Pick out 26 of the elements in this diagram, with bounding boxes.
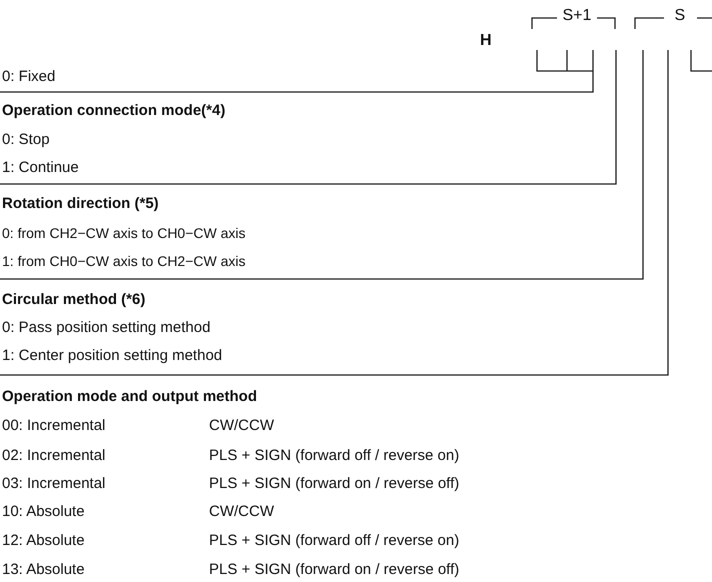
option-text: 0: Pass position setting method (2, 318, 210, 336)
section-heading: Circular method (*6) (2, 290, 146, 308)
option-text: PLS + SIGN (forward off / reverse on) (209, 532, 460, 549)
option-text: 12: Absolute (2, 532, 85, 549)
option-text: 00: Incremental (2, 416, 106, 434)
option-text: 13: Absolute (2, 560, 85, 578)
option-text: 0: Stop (2, 130, 50, 148)
register-label: S+1 (562, 7, 592, 26)
register-label: S (674, 7, 686, 26)
option-text: PLS + SIGN (forward off / reverse on) (209, 446, 460, 464)
bit-label: H (480, 32, 492, 50)
option-text: 10: Absolute (2, 502, 85, 520)
option-text: 1: Center position setting method (2, 346, 222, 364)
option-text: 02: Incremental (2, 446, 106, 464)
option-text: 0: Fixed (2, 68, 56, 85)
section-heading: Operation connection mode(*4) (2, 102, 226, 119)
section-heading: Rotation direction (*5) (2, 194, 159, 212)
option-text: PLS + SIGN (forward on / reverse off) (209, 474, 460, 492)
option-text: 1: from CH0−CW axis to CH2−CW axis (2, 253, 246, 270)
option-text: CW/CCW (209, 416, 274, 434)
option-text: 0: from CH2−CW axis to CH0−CW axis (2, 225, 246, 242)
option-text: PLS + SIGN (forward on / reverse off) (209, 560, 460, 578)
option-text: CW/CCW (209, 502, 274, 520)
option-text: 03: Incremental (2, 474, 106, 492)
section-heading: Operation mode and output method (2, 388, 257, 405)
option-text: 1: Continue (2, 158, 79, 176)
